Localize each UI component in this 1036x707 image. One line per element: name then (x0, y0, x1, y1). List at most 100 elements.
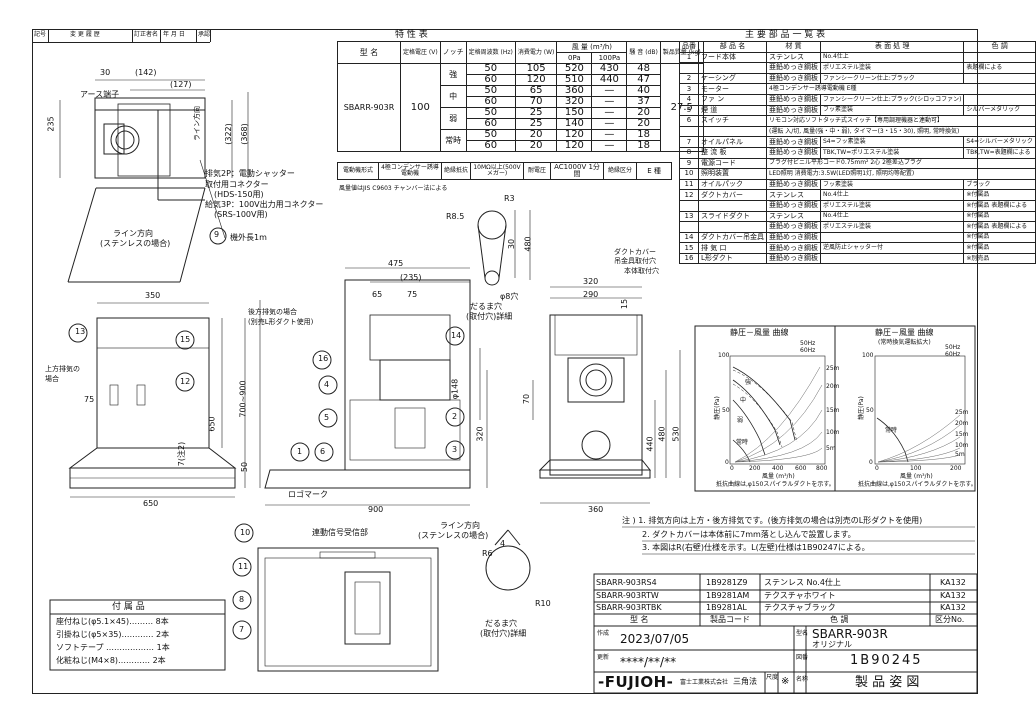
drawing-sheet: 記号 変 更 履 歴 訂正者名 年 月 日 承認 特 性 表 型 名 定格電圧 … (32, 29, 1036, 694)
spec-freq: 50 (465, 85, 516, 97)
acc-title: 付 属 品 (112, 602, 145, 612)
label-daruma-b: だるま穴 (485, 619, 517, 628)
parts-material: ステンレス (766, 189, 821, 201)
parts-no: 6 (679, 115, 699, 127)
callout-6: 6 (320, 447, 326, 456)
parts-no: 11 (679, 178, 699, 191)
parts-finish (819, 252, 965, 265)
parts-no (679, 199, 699, 212)
curve-left-title: 静圧－風量 曲線 (730, 328, 789, 337)
label-power3pb: (SRS-100V用) (214, 210, 268, 219)
left-x-400: 400 (772, 465, 784, 472)
right-x-100: 100 (910, 465, 922, 472)
spec-p100: 430 (591, 63, 628, 75)
parts-finish: No.4仕上 (819, 210, 965, 223)
scale-value: ※ (781, 676, 790, 687)
parts-no: 13 (679, 210, 699, 223)
parts-material: 4極コンデンサー誘導電動機 E種 (766, 83, 1036, 95)
label-line-dir-b2: (ステンレスの場合) (418, 531, 489, 540)
dim-650h: 650 (143, 499, 159, 508)
spec-db: 37 (626, 96, 661, 108)
callout-4: 4 (324, 380, 330, 389)
dim-322: (322) (223, 123, 233, 145)
parts-finish: ポリエステル塗装 (819, 221, 965, 233)
left-mode-always: 常時 (736, 439, 749, 446)
parts-material: 亜鉛めっき鋼板 (766, 231, 821, 244)
parts-name (698, 62, 767, 74)
dim-700-900: 700~900 (238, 380, 248, 418)
spec-freq: 50 (465, 129, 516, 141)
parts-color (963, 51, 1036, 64)
spec-freq: 60 (465, 118, 516, 130)
spec-h-voltage: 定格電圧 (V) (400, 41, 441, 64)
parts-finish: No.4仕上 (819, 51, 965, 64)
parts-finish: No.4仕上 (819, 189, 965, 201)
var3-model: SBARR-903RTBK (596, 603, 662, 612)
dim-475: 475 (388, 259, 404, 268)
rev-symbol: 記号 (34, 31, 47, 38)
spec-p100: — (591, 96, 628, 108)
parts-name: L形ダクト (698, 252, 767, 265)
parts-name (698, 125, 767, 138)
tb-updated-label: 更新 (597, 654, 610, 661)
dim-148: φ148 (450, 378, 460, 400)
var2-color: テクスチャホワイト (764, 591, 836, 600)
parts-row: 亜鉛めっき鋼板ポリエステル塗装※付属品 表題欄による (679, 221, 1036, 233)
legend-50-right: 50Hz (945, 344, 961, 351)
parts-material: 亜鉛めっき鋼板 (766, 136, 821, 148)
left-mode-weak: 弱 (737, 417, 744, 424)
parts-material: ステンレス (766, 210, 821, 223)
parts-row: 亜鉛めっき鋼板ポリエステル塗装表題欄による (679, 62, 1036, 74)
right-len-15: 15m (955, 431, 969, 438)
parts-name: ダクトカバー (698, 189, 767, 201)
rev-content: 変 更 履 歴 (70, 31, 100, 38)
dim-127: (127) (170, 80, 192, 89)
legend-60-left: 60Hz (800, 347, 816, 354)
tb-name-label: 名称 (796, 676, 809, 683)
callout-5: 5 (324, 413, 330, 422)
label-rear-exhaust2: (別売L形ダクト使用) (248, 318, 314, 326)
spec-freq: 50 (465, 107, 516, 119)
parts-h-material: 材 質 (766, 41, 821, 53)
parts-name: フード本体 (698, 51, 767, 64)
dim-480b: 480 (657, 426, 667, 442)
spec-db: 40 (626, 85, 661, 97)
spec-freq: 50 (465, 63, 516, 75)
acc-item-1: 座付ねじ(φ5.1×45)……… 8本 (56, 617, 169, 626)
tb-model-label: 型名 (796, 630, 809, 637)
parts-material: 亜鉛めっき鋼板 (766, 72, 821, 85)
dim-235: 235 (46, 116, 56, 132)
spec-freq: 60 (465, 140, 516, 152)
class-label: 絶縁区分 (603, 162, 638, 180)
spec-p0: 520 (556, 63, 593, 75)
callout-8: 8 (239, 595, 245, 604)
motor-label: 電動機形式 (337, 162, 379, 180)
dim-360: 360 (588, 505, 604, 514)
dim-142: (142) (135, 68, 157, 77)
tb-drawing-no: 1B90245 (850, 653, 923, 668)
parts-color: ※付属品 (963, 210, 1036, 223)
spec-notch: 中 (439, 85, 467, 108)
parts-no: 3 (679, 83, 699, 95)
parts-name: モーター (698, 83, 767, 95)
parts-color (963, 72, 1036, 85)
acc-item-3: ソフトテープ ……………… 1本 (56, 643, 170, 652)
right-y-0: 0 (869, 459, 873, 466)
dim-235b: (235) (400, 273, 422, 282)
spec-title: 特 性 表 (395, 30, 428, 40)
parts-no: 1 (679, 51, 699, 64)
dim-r85: R8.5 (446, 212, 465, 221)
label-daruma-b2: (取付穴)詳細 (480, 629, 527, 638)
parts-material: 亜鉛めっき鋼板 (766, 252, 821, 265)
parts-material: 亜鉛めっき鋼板 (766, 199, 821, 212)
parts-name: オイルパネル (698, 136, 767, 148)
callout-15: 15 (180, 335, 191, 344)
var1-code: 1B9281Z9 (706, 578, 748, 587)
spec-p0: 140 (556, 118, 593, 130)
